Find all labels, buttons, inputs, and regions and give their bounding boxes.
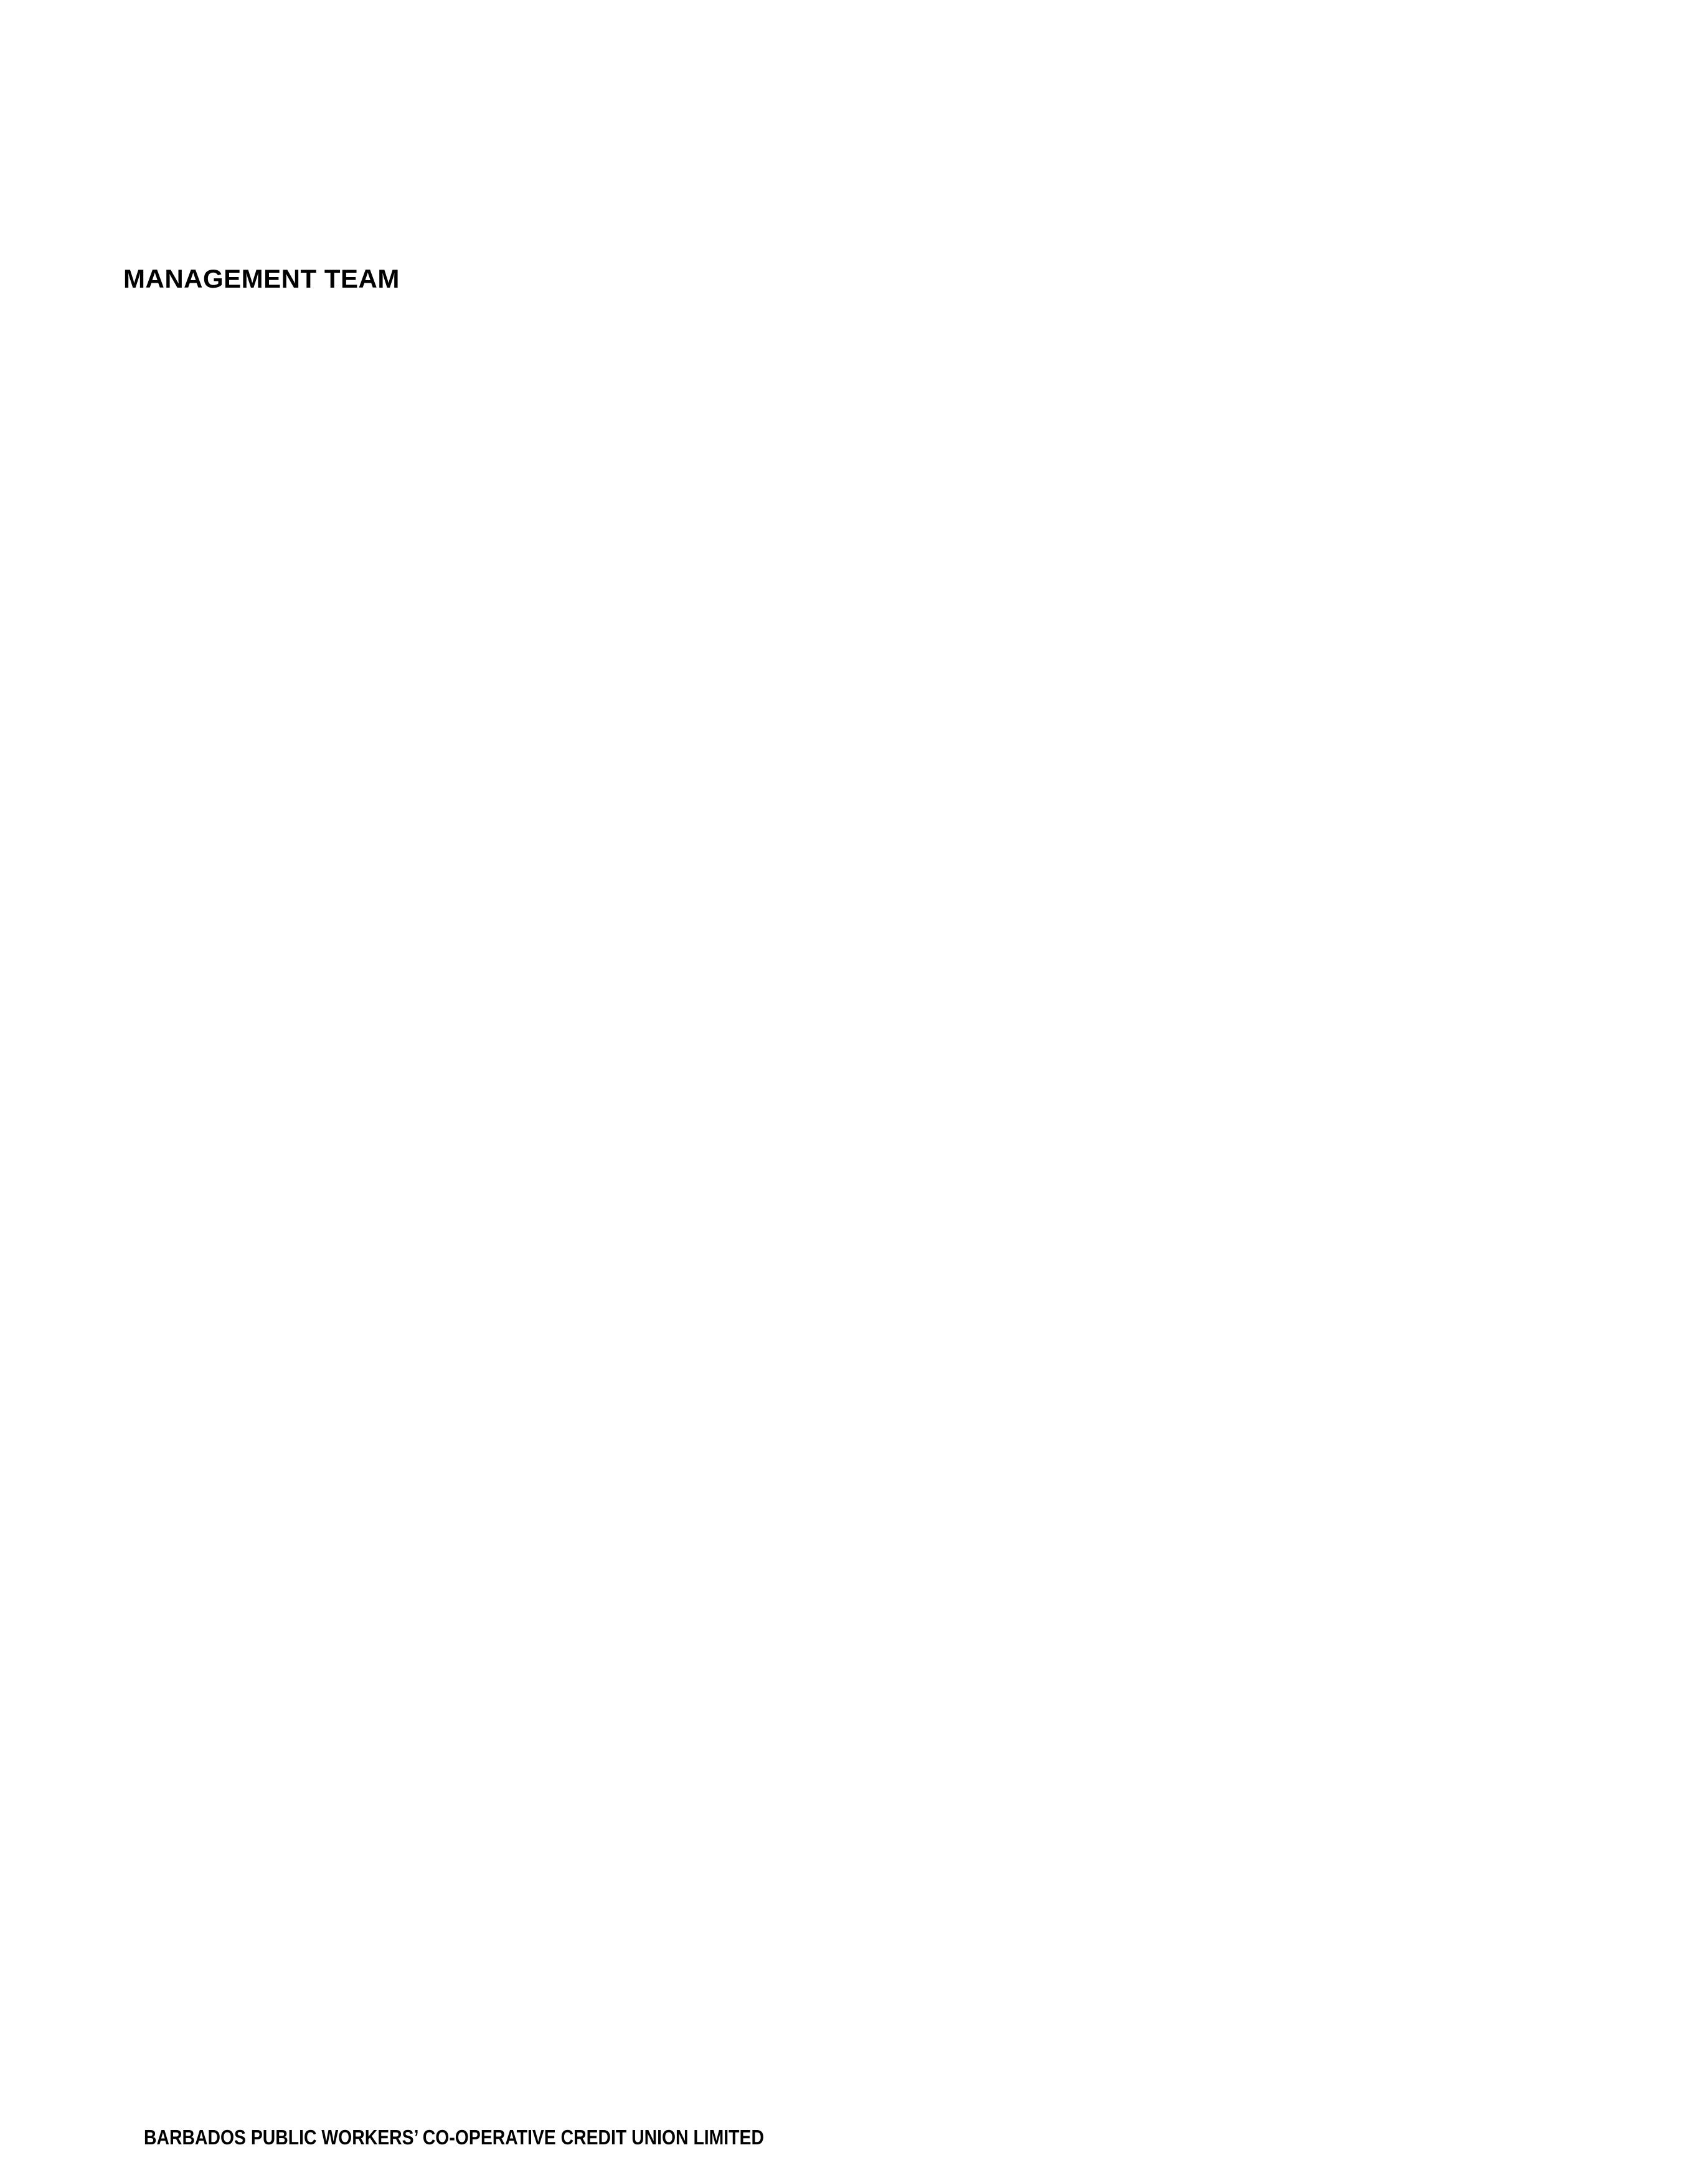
footer-organization-name: BARBADOS PUBLIC WORKERS’ CO-OPERATIVE CR…: [144, 2126, 764, 2149]
page-title: MANAGEMENT TEAM: [123, 264, 400, 293]
